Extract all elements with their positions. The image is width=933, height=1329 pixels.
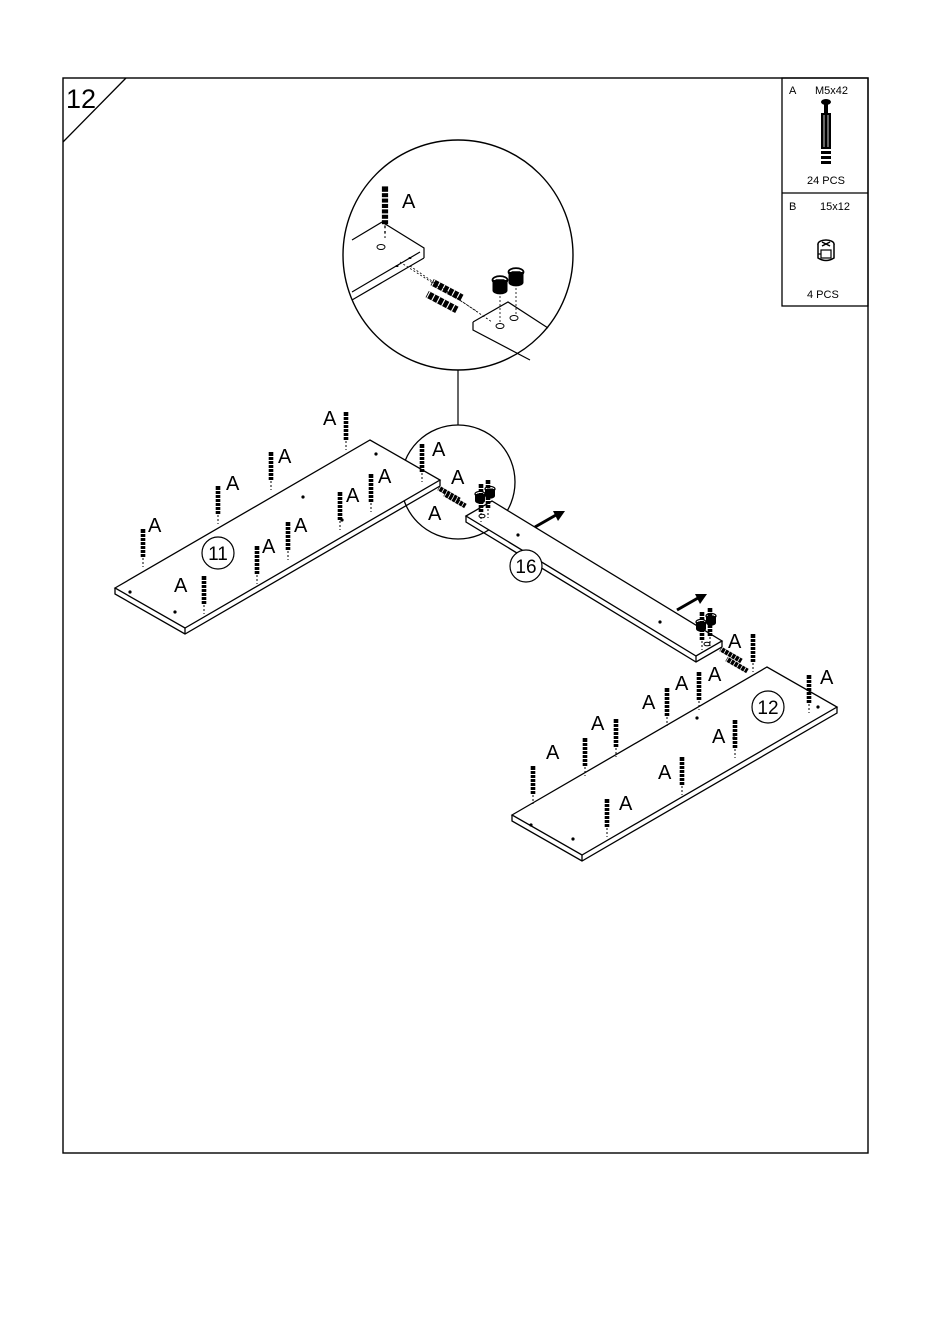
bolt-vertical [344, 412, 349, 450]
direction-arrow [677, 594, 707, 610]
direction-arrow [535, 511, 565, 527]
cam-lock-nut-icon [818, 240, 834, 261]
callout-label: A [428, 503, 442, 525]
callout-label: A [820, 667, 834, 689]
hardware-quantity: 24 PCS [807, 175, 845, 187]
callout-label: A [591, 713, 605, 735]
bolt-vertical [751, 634, 756, 672]
bolt-vertical [269, 452, 274, 490]
callout-label: A [378, 466, 392, 488]
callout-label: A [546, 742, 560, 764]
panel-12: 12 [512, 667, 837, 861]
detail-magnifier: A [343, 140, 573, 425]
part-number: 12 [757, 698, 778, 719]
callout-label: A [658, 762, 672, 784]
hardware-size: 15x12 [820, 201, 850, 213]
hardware-item-b: B 15x12 4 PCS [789, 201, 850, 301]
callout-label: A [619, 793, 633, 815]
bolt-vertical [665, 688, 670, 726]
hardware-code: B [789, 201, 796, 213]
hardware-box: A M5x42 24 PCS B 15x12 [782, 78, 868, 306]
callout-label: A [226, 473, 240, 495]
callout-label: A [346, 485, 360, 507]
callout-label: A [728, 631, 742, 653]
callout-label: A [278, 446, 292, 468]
part-number: 11 [208, 544, 228, 565]
cam-bolt-icon [821, 99, 831, 164]
callout-label: A [174, 575, 188, 597]
panel-16: 16 [466, 486, 722, 662]
bolt-vertical [583, 738, 588, 776]
step-number: 12 [66, 84, 96, 114]
callout-label: A [402, 191, 416, 213]
hardware-item-a: A M5x42 24 PCS [789, 85, 848, 187]
callout-label: A [708, 664, 722, 686]
bolt-vertical [614, 719, 619, 757]
part-number: 16 [515, 557, 536, 578]
bolt-vertical [531, 766, 536, 804]
bolt-vertical [697, 672, 702, 710]
hardware-quantity: 4 PCS [807, 289, 839, 301]
bolt-vertical [141, 529, 146, 567]
callout-label: A [451, 467, 465, 489]
callout-label: A [148, 515, 162, 537]
callout-label: A [642, 692, 656, 714]
callout-label: A [675, 673, 689, 695]
callout-label: A [294, 515, 308, 537]
hardware-code: A [789, 85, 797, 97]
hardware-size: M5x42 [815, 85, 848, 97]
callout-label: A [712, 726, 726, 748]
bolt-vertical [216, 486, 221, 524]
step-number-tab: 12 [63, 78, 126, 142]
callout-label: A [323, 408, 337, 430]
callout-label: A [432, 439, 446, 461]
callout-label: A [262, 536, 276, 558]
